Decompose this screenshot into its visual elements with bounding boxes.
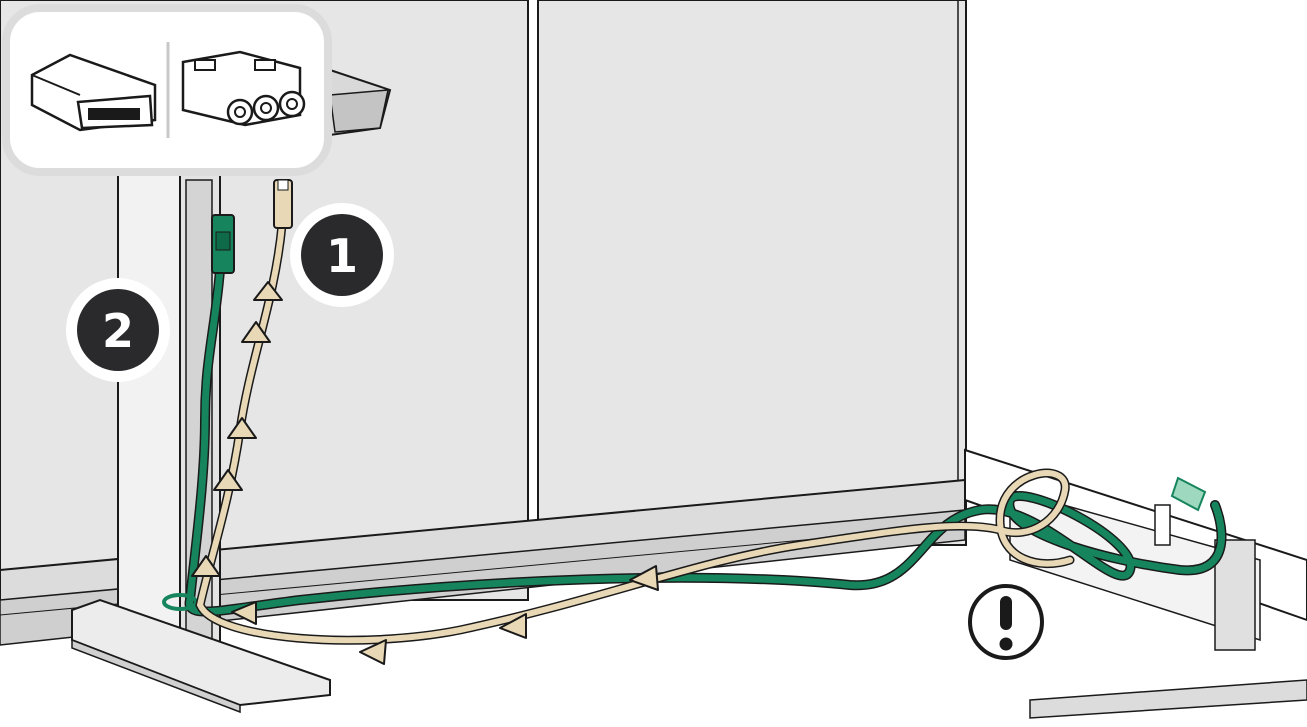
- step-badge-2-label: 2: [102, 304, 134, 358]
- right-partition-panel: [538, 0, 966, 545]
- step-badge-1-label: 1: [326, 229, 358, 283]
- power-connector-icon: [183, 52, 304, 125]
- power-plug-end: [212, 215, 234, 273]
- step-badge-1: 1: [290, 203, 394, 307]
- exclamation-warning-icon: [970, 586, 1042, 658]
- power-plug-end-right: [1172, 478, 1205, 510]
- step-badge-2: 2: [66, 278, 170, 382]
- connector-inset-panel: [6, 8, 328, 172]
- hdmi-plug-end: [274, 180, 292, 228]
